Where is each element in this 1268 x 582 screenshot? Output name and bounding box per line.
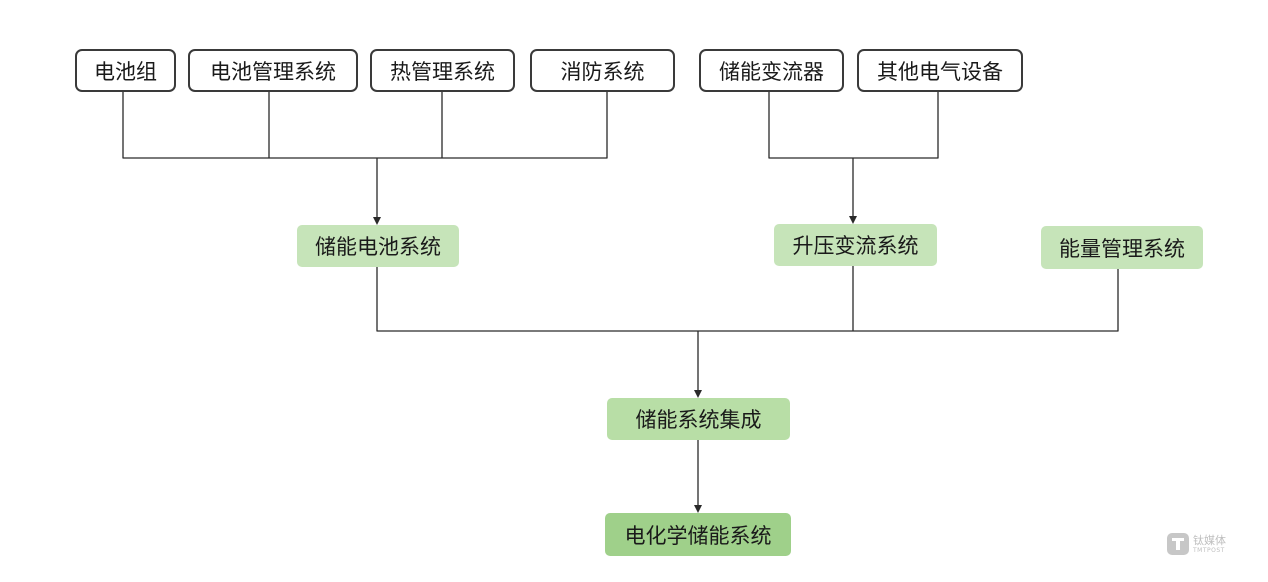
other-electrical-box: 其他电气设备	[857, 49, 1023, 92]
electrochemical-storage-box: 电化学储能系统	[605, 513, 791, 556]
pcs-label: 储能变流器	[719, 59, 824, 84]
boost-conversion-box: 升压变流系统	[774, 224, 937, 266]
battery-system-label: 储能电池系统	[315, 235, 441, 259]
tmtpost-watermark: 钛媒体 TMTPOST	[1167, 533, 1226, 555]
thermal-management-box: 热管理系统	[370, 49, 515, 92]
battery-system-box: 储能电池系统	[297, 225, 459, 267]
bms-label: 电池管理系统	[210, 59, 336, 84]
bms-box: 电池管理系统	[188, 49, 358, 92]
fire-protection-box: 消防系统	[530, 49, 675, 92]
electrochemical-storage-label: 电化学储能系统	[624, 523, 772, 548]
thermal-management-label: 热管理系统	[390, 59, 495, 84]
watermark-name-cn: 钛媒体	[1193, 533, 1226, 547]
integration-label: 储能系统集成	[635, 408, 762, 432]
ems-label: 能量管理系统	[1059, 236, 1185, 261]
fire-protection-label: 消防系统	[560, 59, 645, 84]
watermark-text: 钛媒体 TMTPOST	[1193, 535, 1226, 554]
watermark-name-en: TMTPOST	[1193, 546, 1225, 554]
other-electrical-label: 其他电气设备	[877, 59, 1003, 84]
boost-conversion-label: 升压变流系统	[792, 234, 919, 258]
tmtpost-logo-icon	[1167, 533, 1189, 555]
battery-pack-box: 电池组	[75, 49, 176, 92]
integration-box: 储能系统集成	[607, 398, 790, 440]
pcs-box: 储能变流器	[699, 49, 844, 92]
ems-box: 能量管理系统	[1041, 226, 1203, 269]
battery-pack-label: 电池组	[94, 59, 157, 84]
